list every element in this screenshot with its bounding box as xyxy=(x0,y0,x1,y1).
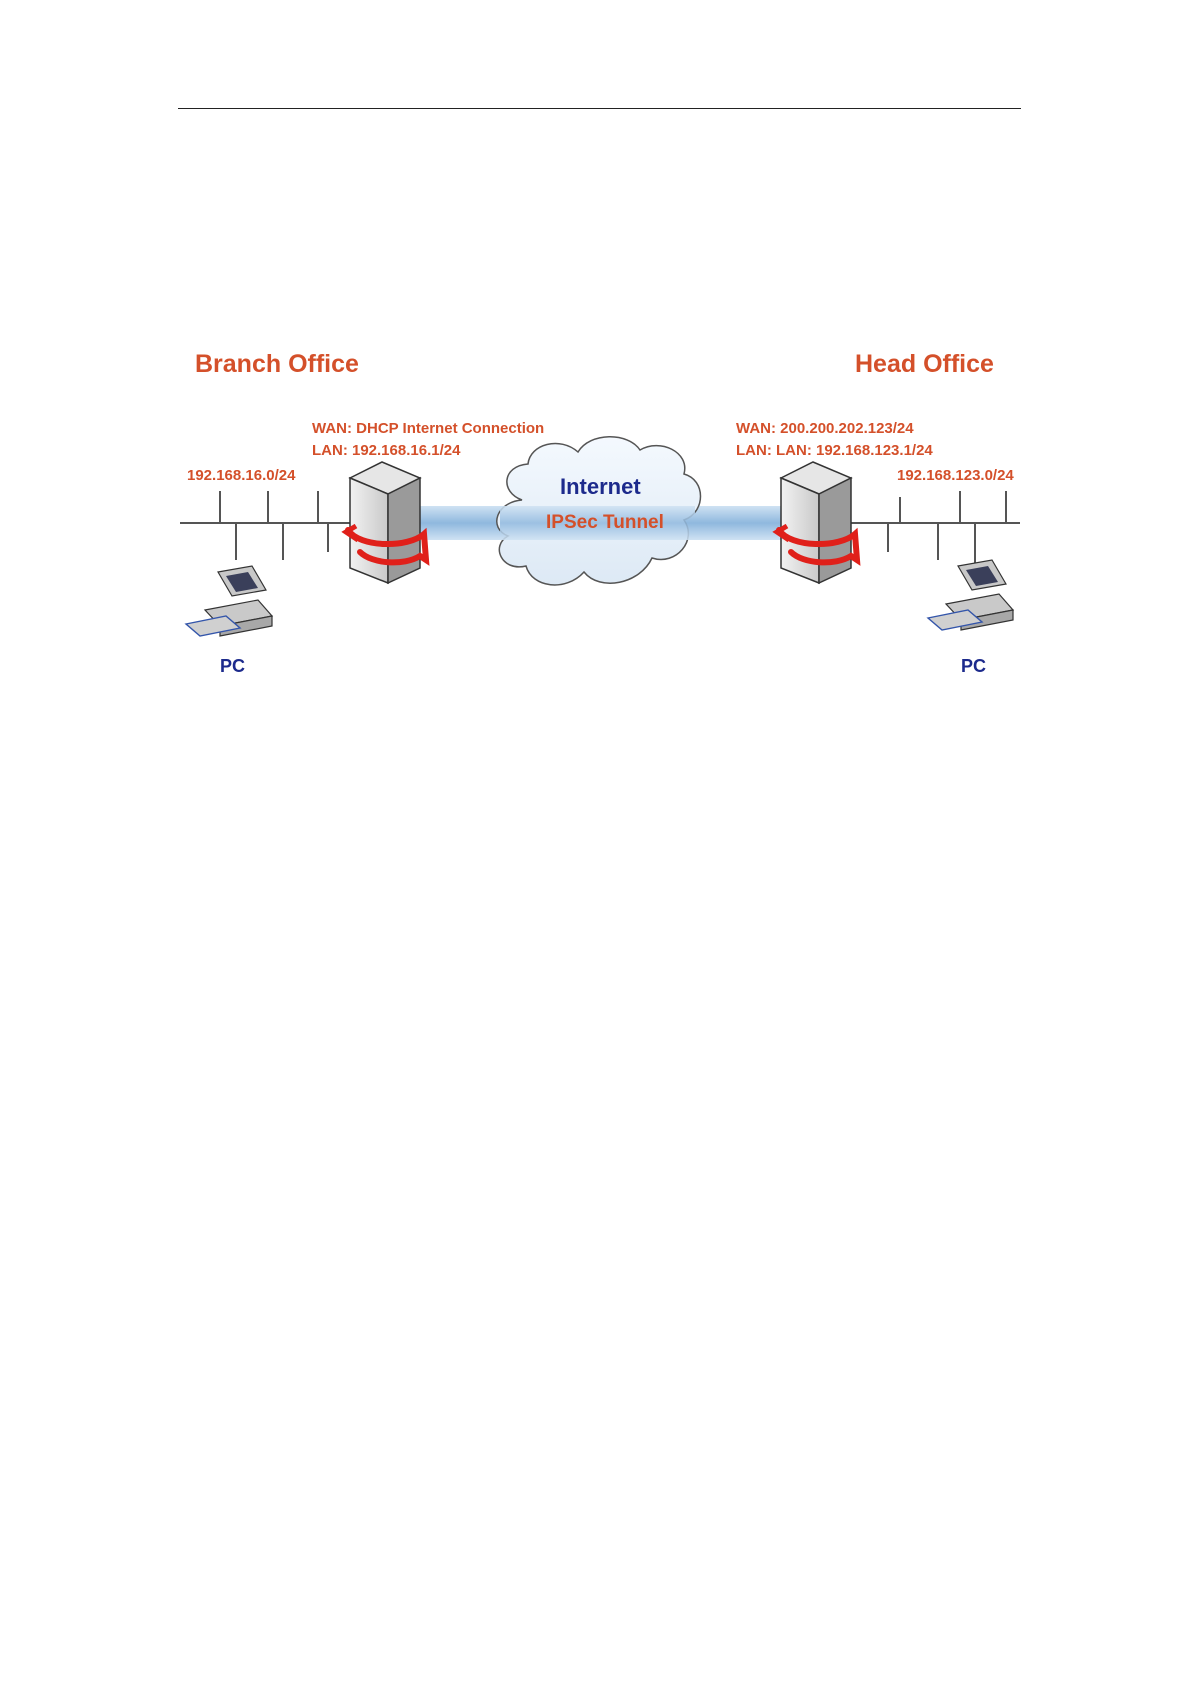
head-vpn-device xyxy=(777,462,857,583)
head-lan-label: LAN: LAN: 192.168.123.1/24 xyxy=(736,442,933,459)
branch-lan-bus xyxy=(180,491,352,560)
head-office-title: Head Office xyxy=(855,350,994,378)
head-subnet-label: 192.168.123.0/24 xyxy=(897,467,1014,484)
head-pc-label: PC xyxy=(961,656,986,676)
branch-pc-icon xyxy=(186,566,272,636)
head-wan-label: WAN: 200.200.202.123/24 xyxy=(736,420,914,437)
head-pc-icon xyxy=(928,560,1013,630)
internet-label: Internet xyxy=(560,474,641,499)
branch-wan-label: WAN: DHCP Internet Connection xyxy=(312,420,544,437)
branch-office-title: Branch Office xyxy=(195,350,359,378)
head-lan-bus xyxy=(850,491,1020,563)
ipsec-tunnel-label: IPSec Tunnel xyxy=(546,512,664,533)
branch-subnet-label: 192.168.16.0/24 xyxy=(187,467,296,484)
internet-cloud xyxy=(497,437,701,585)
branch-pc-label: PC xyxy=(220,656,245,676)
branch-lan-label: LAN: 192.168.16.1/24 xyxy=(312,442,461,459)
branch-vpn-device xyxy=(346,462,426,583)
